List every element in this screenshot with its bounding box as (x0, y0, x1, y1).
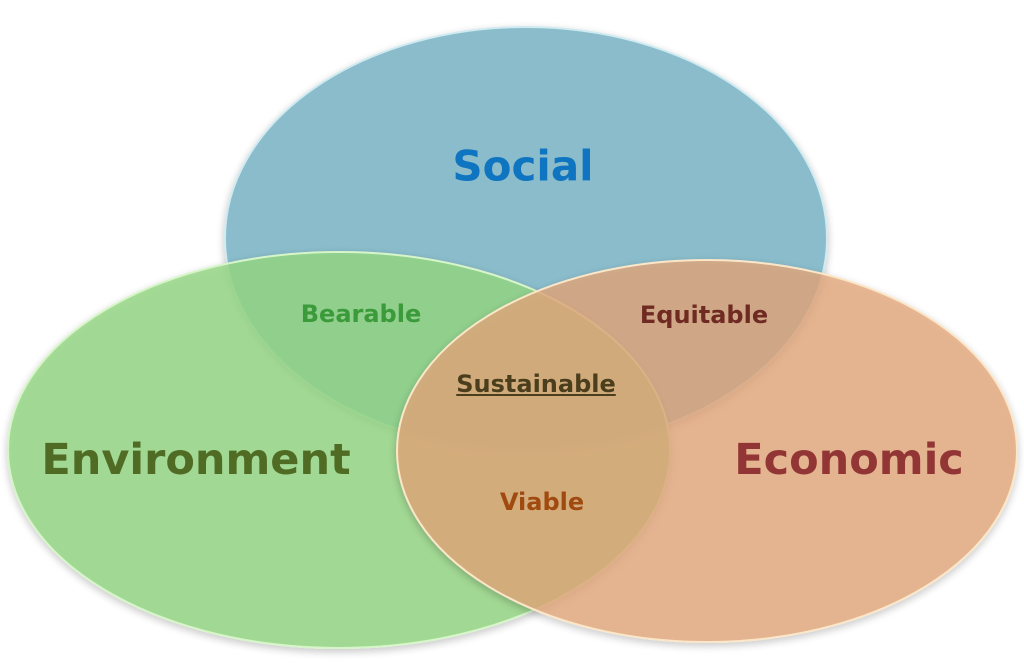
social-label: Social (452, 141, 594, 191)
bearable-label: Bearable (300, 300, 422, 328)
equitable-label: Equitable (639, 301, 769, 329)
viable-label: Viable (499, 488, 585, 516)
environment-label: Environment (41, 435, 351, 485)
sustainable-label: Sustainable (456, 370, 616, 398)
economic-label: Economic (734, 435, 964, 485)
economic-circle (396, 259, 1018, 643)
